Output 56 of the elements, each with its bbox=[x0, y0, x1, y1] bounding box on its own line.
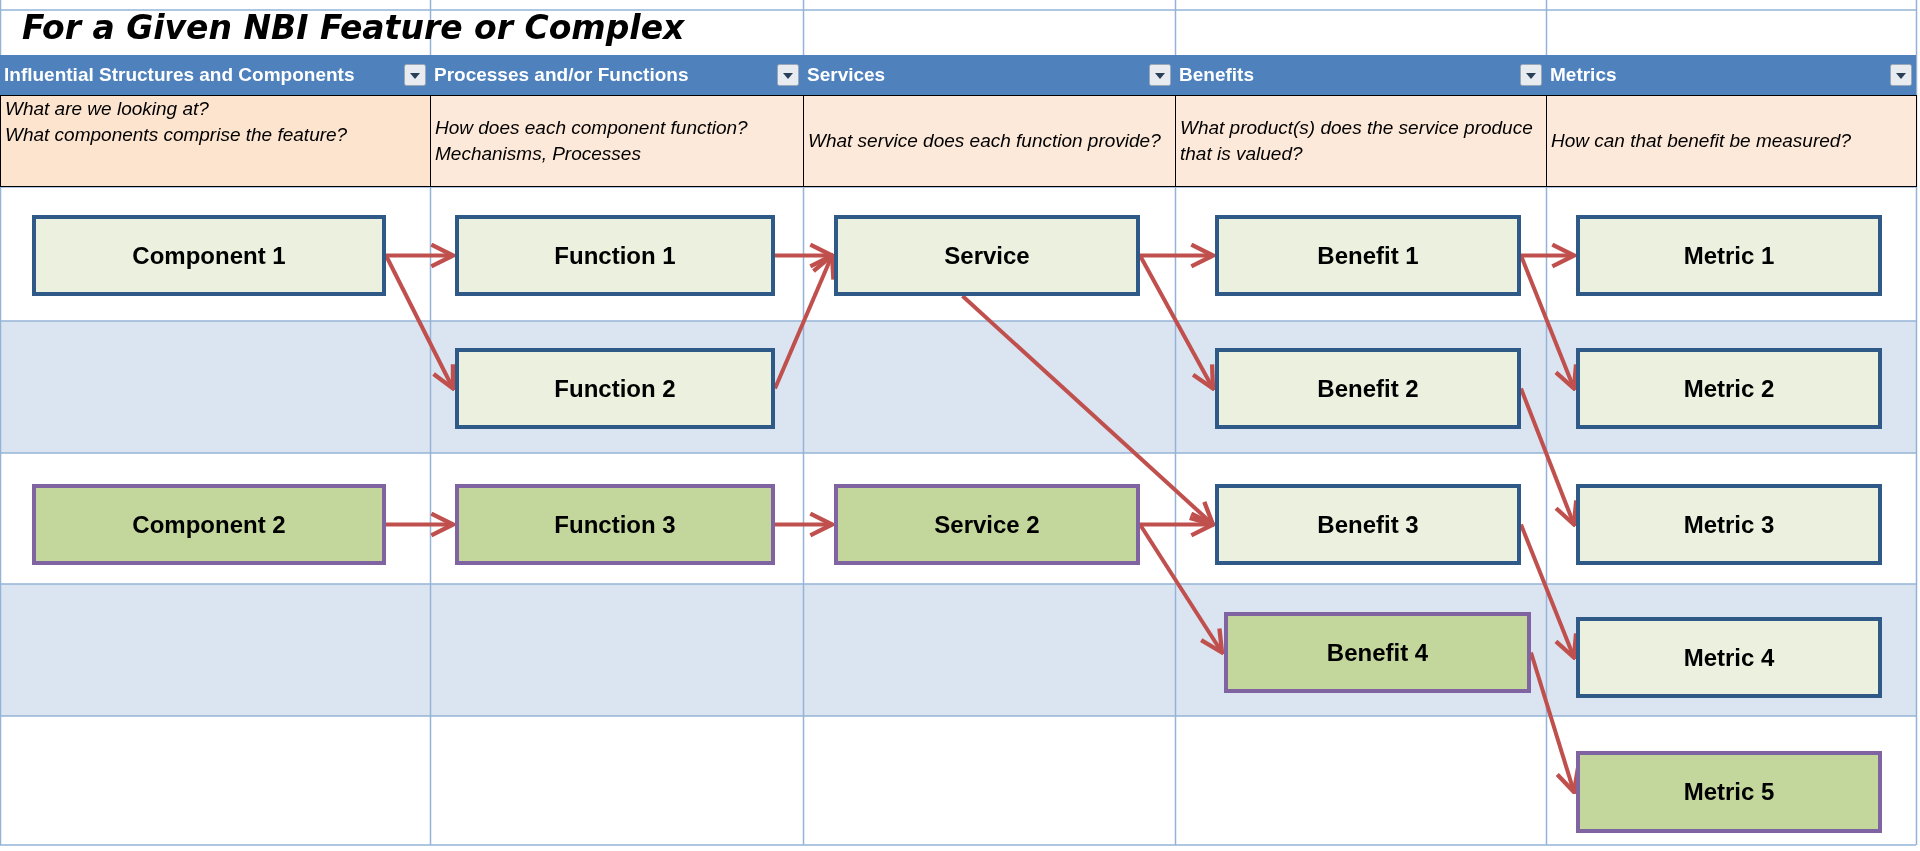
node-label: Benefit 1 bbox=[1317, 241, 1419, 270]
arrow bbox=[1519, 254, 1579, 391]
node-label: Component 2 bbox=[132, 510, 286, 539]
process-box bbox=[32, 484, 386, 565]
node-label: Metric 2 bbox=[1683, 374, 1775, 403]
node-label: Metric 1 bbox=[1683, 241, 1775, 270]
node-label: Service 2 bbox=[934, 510, 1040, 539]
process-box bbox=[32, 215, 386, 296]
node-label: Component 1 bbox=[132, 241, 286, 270]
arrow bbox=[1519, 387, 1579, 527]
table-cell: What product(s) does the service produce that is valued? bbox=[1175, 95, 1547, 187]
table-cell: What are we looking at? What components comprise the feature? bbox=[0, 95, 431, 187]
arrow bbox=[1521, 242, 1577, 269]
column-header: Influential Structures and Components bbox=[4, 64, 355, 86]
arrow bbox=[384, 254, 456, 391]
node-label: Metric 4 bbox=[1683, 643, 1775, 672]
process-box bbox=[834, 484, 1140, 565]
process-box bbox=[1215, 215, 1521, 296]
node-label: Metric 3 bbox=[1683, 510, 1775, 539]
process-box bbox=[1215, 348, 1521, 429]
node-label: Function 2 bbox=[554, 374, 676, 403]
process-box bbox=[1576, 215, 1882, 296]
process-box bbox=[455, 215, 775, 296]
node-label: Function 1 bbox=[554, 241, 676, 270]
column-header: Benefits bbox=[1179, 64, 1254, 86]
table-cell: How does each component function? Mechanisms, Processes bbox=[430, 95, 804, 187]
arrow bbox=[773, 253, 836, 390]
arrow bbox=[1138, 523, 1225, 655]
node-label: Metric 5 bbox=[1683, 778, 1775, 806]
process-box bbox=[1576, 617, 1882, 698]
arrow bbox=[386, 242, 456, 269]
arrow bbox=[386, 511, 456, 538]
node-label: Benefit 2 bbox=[1317, 374, 1419, 403]
process-box bbox=[1576, 348, 1882, 429]
column-header: Metrics bbox=[1550, 64, 1617, 86]
table-cell: What service does each function provide? bbox=[803, 95, 1176, 187]
process-box bbox=[455, 348, 775, 429]
process-box bbox=[1215, 484, 1521, 565]
arrow bbox=[1519, 523, 1579, 660]
arrow bbox=[1140, 242, 1216, 269]
node-label: Service bbox=[944, 241, 1030, 270]
process-box bbox=[1576, 484, 1882, 565]
node-label: Benefit 3 bbox=[1317, 510, 1419, 539]
process-box bbox=[455, 484, 775, 565]
process-box bbox=[1576, 751, 1882, 833]
process-box bbox=[834, 215, 1140, 296]
node-label: Benefit 4 bbox=[1326, 638, 1429, 667]
arrow bbox=[1138, 254, 1216, 391]
arrow bbox=[775, 511, 835, 538]
column-header: Services bbox=[807, 64, 886, 86]
diagram-title: For a Given NBI Feature or Complex bbox=[22, 8, 685, 47]
table-cell: How can that benefit be measured? bbox=[1546, 95, 1917, 187]
column-header: Processes and/or Functions bbox=[434, 64, 689, 86]
node-label: Function 3 bbox=[554, 510, 676, 539]
process-box bbox=[1224, 612, 1531, 693]
arrow bbox=[1140, 511, 1216, 538]
